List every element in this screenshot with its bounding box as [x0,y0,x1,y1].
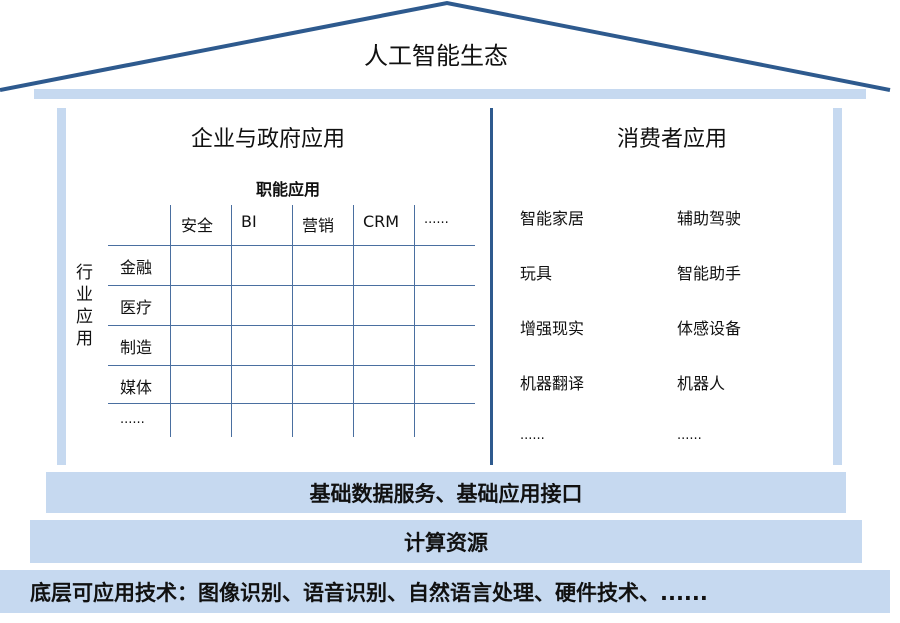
roof [0,0,891,92]
column-header: 安全 [181,216,214,235]
functional-label: 职能应用 [255,180,321,199]
column-header: 营销 [302,216,335,235]
consumer-item: 智能助手 [677,264,742,283]
roof-beam [34,89,866,99]
consumer-item: ...... [520,428,545,443]
consumer-item: 机器人 [677,374,726,393]
section-divider [490,108,493,465]
column-header: ...... [424,212,449,227]
row-header: ...... [120,412,145,427]
consumer-item: 辅助驾驶 [677,209,742,228]
compute-layer: 计算资源 [30,520,862,563]
consumer-item: ...... [677,428,702,443]
consumer-item: 玩具 [520,264,553,283]
row-header: 金融 [120,258,153,277]
data-services-layer: 基础数据服务、基础应用接口 [46,472,846,513]
consumer-item: 增强现实 [520,319,585,338]
column-header: BI [241,212,257,231]
roof-line [0,0,891,92]
base-tech-layer: 底层可应用技术：图像识别、语音识别、自然语言处理、硬件技术、...... [0,570,890,613]
enterprise-title: 企业与政府应用 [190,127,346,152]
consumer-item: 体感设备 [677,319,742,338]
row-header: 制造 [120,338,153,357]
consumer-item: 机器翻译 [520,374,585,393]
right-pillar [833,108,842,465]
column-header: CRM [363,212,400,231]
consumer-item: 智能家居 [520,209,585,228]
roof-title: 人工智能生态 [364,42,508,70]
row-header: 媒体 [120,378,153,397]
consumer-title: 消费者应用 [616,127,728,152]
left-pillar [57,108,66,465]
row-header: 医疗 [120,298,153,317]
industry-label: 行业应用 [76,263,93,349]
